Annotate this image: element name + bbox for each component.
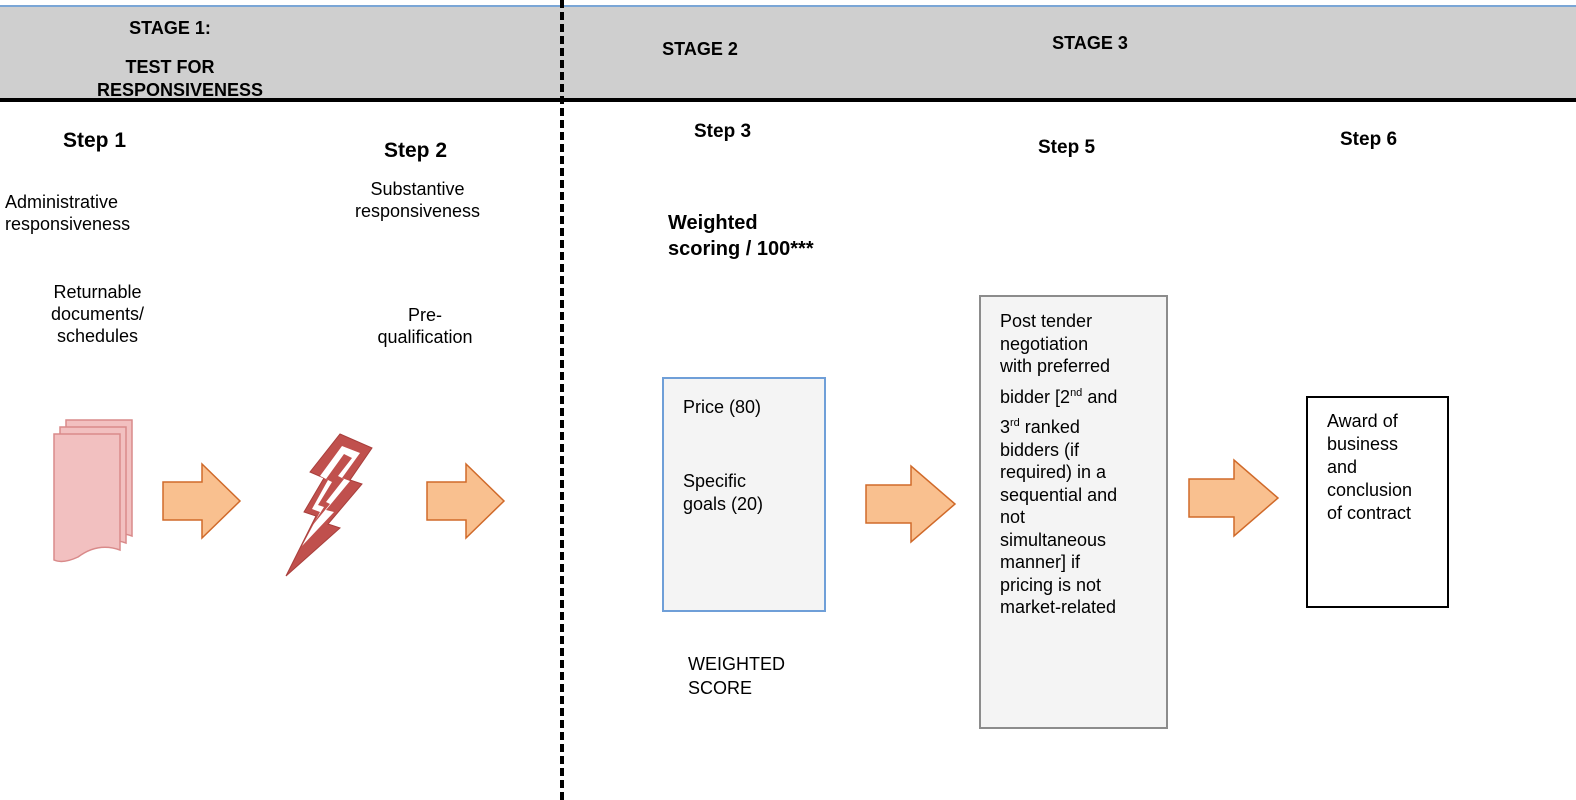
step2-heading: Step 2: [384, 139, 448, 162]
right-arrow-icon: [1188, 458, 1280, 538]
award-of-business-text: Award of business and conclusion of cont…: [1327, 410, 1412, 525]
award-line: Award of: [1327, 411, 1398, 431]
ordinal-suffix: nd: [1070, 386, 1083, 399]
step1-desc-line1: Administrative: [5, 192, 119, 212]
step2-desc-line1: Substantive: [370, 179, 465, 199]
step1-doc-line3: schedules: [56, 326, 139, 346]
negotiation-line: pricing is not: [1000, 574, 1102, 595]
step2-desc-line2: responsiveness: [354, 201, 481, 221]
step1-description: Administrative responsiveness: [5, 191, 185, 235]
step1-doc-line2: documents/: [50, 304, 145, 324]
negotiation-line: not: [1000, 507, 1026, 527]
negotiation-line: market-related: [1000, 597, 1117, 617]
award-line: conclusion: [1327, 480, 1413, 500]
step1-heading: Step 1: [63, 129, 127, 152]
stage3-label: STAGE 3: [1052, 33, 1128, 53]
stage-header-band: [0, 5, 1576, 102]
step3-title: Weighted scoring / 100***: [668, 210, 814, 262]
step2-description: Substantive responsiveness: [335, 178, 500, 222]
negotiation-line: bidder [2nd and: [1000, 382, 1117, 409]
right-arrow-icon: [865, 464, 957, 544]
negotiation-line: Post tender: [1000, 311, 1093, 331]
step1-desc-line2: responsiveness: [5, 214, 131, 234]
stage-divider: [560, 0, 564, 800]
stage1-subtitle-line2: RESPONSIVENESS: [96, 80, 264, 100]
negotiation-line: negotiation: [1000, 333, 1089, 354]
documents-stack-icon: [53, 419, 133, 563]
award-of-business-box: [1306, 396, 1449, 608]
weighted-score-line1: WEIGHTED: [688, 654, 785, 674]
step5-heading: Step 5: [1038, 137, 1096, 158]
award-line: and: [1327, 457, 1358, 477]
weighted-score-line2: SCORE: [688, 678, 753, 698]
stage1-subtitle-line1: TEST FOR: [125, 57, 215, 77]
weighted-scoring-box: [662, 377, 826, 612]
step3-title-line2: scoring / 100***: [668, 238, 814, 260]
specific-goals-line2: goals (20): [683, 494, 764, 514]
ordinal-suffix: rd: [1010, 417, 1020, 429]
step2-preq-line2: qualification: [377, 327, 473, 347]
negotiation-text: 3: [1000, 417, 1011, 437]
negotiation-line: simultaneous: [1000, 529, 1107, 550]
negotiation-line: required) in a: [1000, 462, 1107, 482]
step2-preq-line1: Pre-: [407, 305, 442, 325]
lightning-bolt-icon: [285, 433, 373, 577]
right-arrow-icon: [162, 462, 242, 540]
stage1-label: STAGE 1:: [129, 18, 211, 38]
negotiation-line: 3rd ranked: [1000, 412, 1117, 439]
negotiation-line: sequential and: [1000, 484, 1118, 505]
stage2-label: STAGE 2: [662, 39, 738, 59]
negotiation-text: bidder [2: [1000, 386, 1071, 407]
step2-prequalification: Pre- qualification: [355, 304, 495, 348]
right-arrow-icon: [426, 462, 506, 540]
specific-goals-weight: Specific goals (20): [683, 470, 763, 516]
step1-doc-line1: Returnable: [53, 282, 142, 302]
negotiation-text: and: [1082, 386, 1118, 407]
negotiation-line: bidders (if: [1000, 439, 1080, 460]
price-weight: Price (80): [683, 397, 762, 417]
step3-title-line1: Weighted: [668, 212, 758, 234]
negotiation-text: ranked: [1019, 417, 1080, 437]
post-tender-negotiation-box: [979, 295, 1168, 729]
step3-heading: Step 3: [694, 121, 752, 142]
specific-goals-line1: Specific: [683, 471, 747, 491]
award-line: of contract: [1327, 503, 1412, 523]
negotiation-line: manner] if: [1000, 552, 1081, 572]
step1-documents-text: Returnable documents/ schedules: [15, 281, 180, 347]
post-tender-negotiation-text: Post tender negotiation with preferred b…: [1000, 310, 1117, 619]
weighted-score-label: WEIGHTED SCORE: [688, 652, 785, 700]
negotiation-line: with preferred: [1000, 356, 1111, 376]
step6-heading: Step 6: [1340, 129, 1398, 150]
award-line: business: [1327, 434, 1399, 454]
